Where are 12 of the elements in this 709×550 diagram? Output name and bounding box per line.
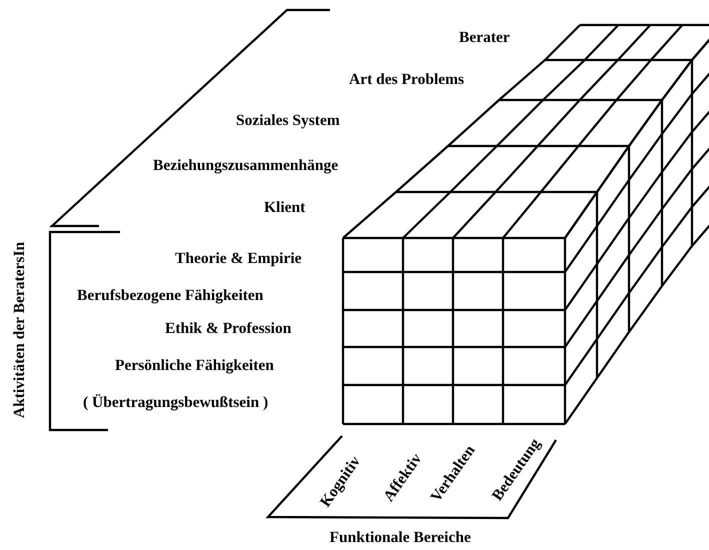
dimension-label: Berater bbox=[459, 29, 510, 47]
dimension-label: Berufsbezogene Fähigkeiten bbox=[77, 287, 264, 305]
dimension-label: Soziales System bbox=[236, 112, 340, 130]
dimension-label: Klient bbox=[264, 199, 306, 217]
axis-title: Aktivitäten der BeratersIn bbox=[11, 242, 30, 418]
dimension-label: ( Übertragungsbewußtsein ) bbox=[83, 394, 268, 412]
dimension-label: Persönliche Fähigkeiten bbox=[115, 357, 274, 375]
dimension-label: Beziehungszusammenhänge bbox=[153, 157, 338, 175]
dimension-label: Ethik & Profession bbox=[165, 320, 292, 338]
dimension-label: Art des Problems bbox=[349, 71, 464, 89]
dimension-label: Theorie & Empirie bbox=[175, 250, 302, 268]
axis-title: Funktionale Bereiche bbox=[330, 529, 471, 547]
